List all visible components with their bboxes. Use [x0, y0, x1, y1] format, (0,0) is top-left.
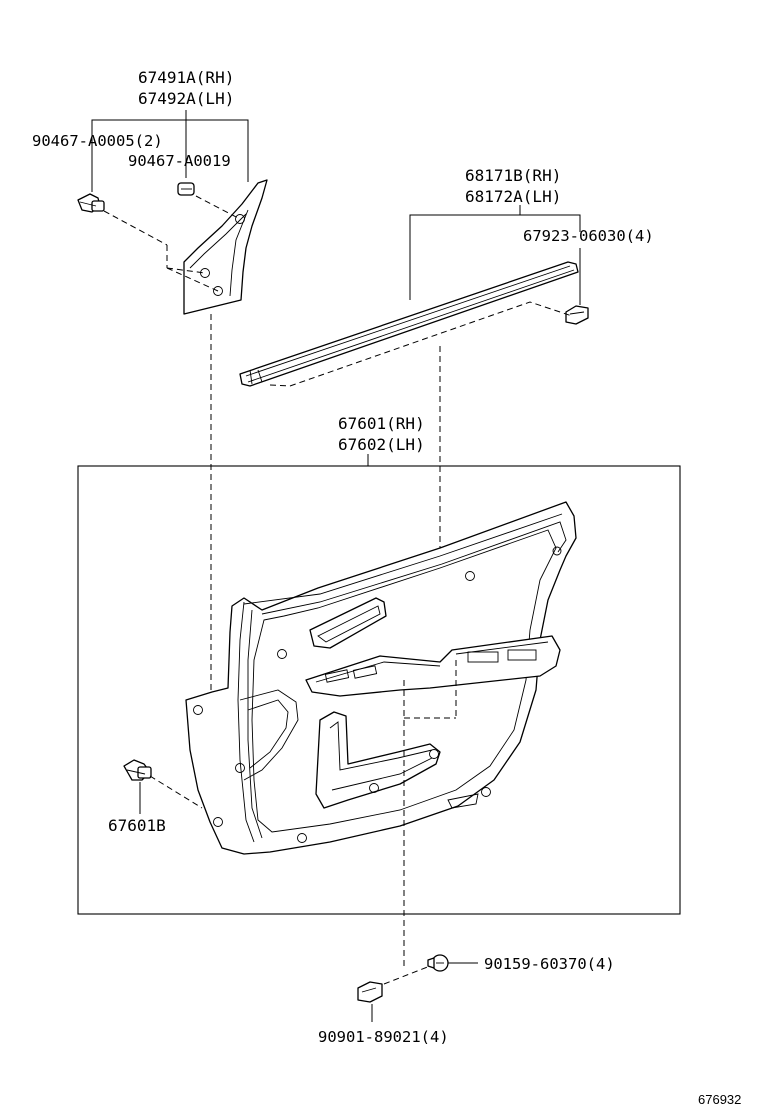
label-68172a: 68172A(LH): [465, 187, 561, 206]
weatherstrip-leader-lines: [269, 205, 581, 548]
label-68171b: 68171B(RH): [465, 166, 561, 185]
retainer-90901-89021-icon[interactable]: [357, 981, 383, 1003]
trim-clip-67601b-icon[interactable]: [123, 759, 152, 781]
label-67923-06030: 67923-06030(4): [523, 227, 654, 245]
panel-dashed-leaders: [403, 660, 457, 970]
weatherstrip-part[interactable]: [239, 261, 579, 387]
screw-90159-60370-icon[interactable]: [427, 954, 449, 972]
clip-90467-a0005-icon[interactable]: [77, 193, 105, 213]
label-67491a: 67491A(RH): [138, 68, 234, 87]
label-67492a: 67492A(LH): [138, 89, 234, 108]
label-67601b: 67601B: [108, 816, 166, 835]
weatherstrip-clip-icon[interactable]: [565, 305, 589, 325]
door-garnish-part[interactable]: [183, 179, 268, 315]
garnish-leader-lines: [91, 110, 249, 690]
label-90159-60370: 90159-60370(4): [484, 955, 615, 973]
label-90901-89021: 90901-89021(4): [318, 1028, 449, 1046]
label-90467-a0019: 90467-A0019: [128, 152, 231, 170]
clip-90467-a0019-icon[interactable]: [177, 182, 195, 196]
label-67601: 67601(RH): [338, 414, 425, 433]
label-90467-a0005: 90467-A0005(2): [32, 132, 163, 150]
figure-id: 676932: [698, 1092, 741, 1107]
label-67602: 67602(LH): [338, 435, 425, 454]
door-trim-assembly-frame: [77, 465, 681, 915]
door-trim-panel-part[interactable]: [185, 501, 577, 855]
